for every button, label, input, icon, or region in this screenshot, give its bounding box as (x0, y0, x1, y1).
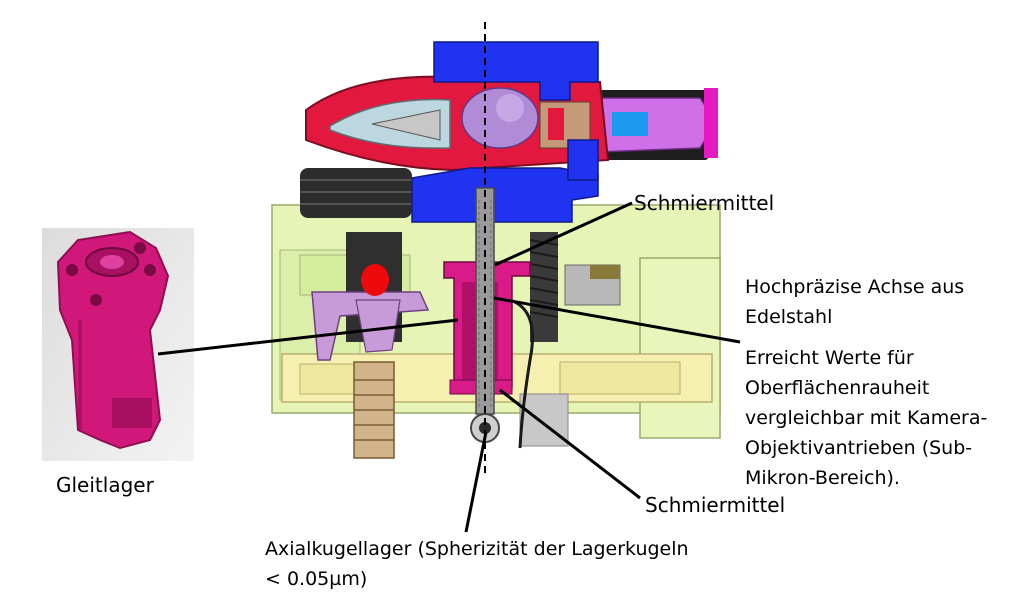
top-assembly (300, 41, 718, 223)
leader-achse (493, 296, 741, 344)
label-axial-line2: < 0.05µm) (265, 568, 368, 590)
gleitlager-part (56, 230, 170, 450)
label-erreicht-line5: Mikron-Bereich). (745, 467, 900, 489)
leader-schmiermittel-bottom (499, 388, 641, 500)
label-achse-line2: Edelstahl (745, 306, 833, 328)
label-erreicht-line3: vergleichbar mit Kamera- (745, 407, 988, 429)
leader-schmiermittel-top (494, 201, 633, 267)
label-erreicht-line1: Erreicht Werte für (745, 347, 914, 369)
label-schmiermittel-top: Schmiermittel (634, 191, 775, 215)
leader-gleitlager (157, 318, 459, 356)
label-axial-line1: Axialkugellager (Spherizität der Lagerku… (265, 538, 689, 560)
label-gleitlager: Gleitlager (56, 473, 154, 497)
label-schmiermittel-bottom: Schmiermittel (645, 493, 786, 517)
gleitlager-photo (42, 228, 194, 461)
label-erreicht-line2: Oberflächenrauheit (745, 377, 930, 399)
leader-axial (464, 431, 488, 533)
callout-lines (157, 201, 741, 533)
label-erreicht-line4: Objektivantrieben (Sub- (745, 437, 973, 459)
central-axis (443, 22, 531, 474)
label-achse-line1: Hochpräzise Achse aus (745, 276, 965, 298)
